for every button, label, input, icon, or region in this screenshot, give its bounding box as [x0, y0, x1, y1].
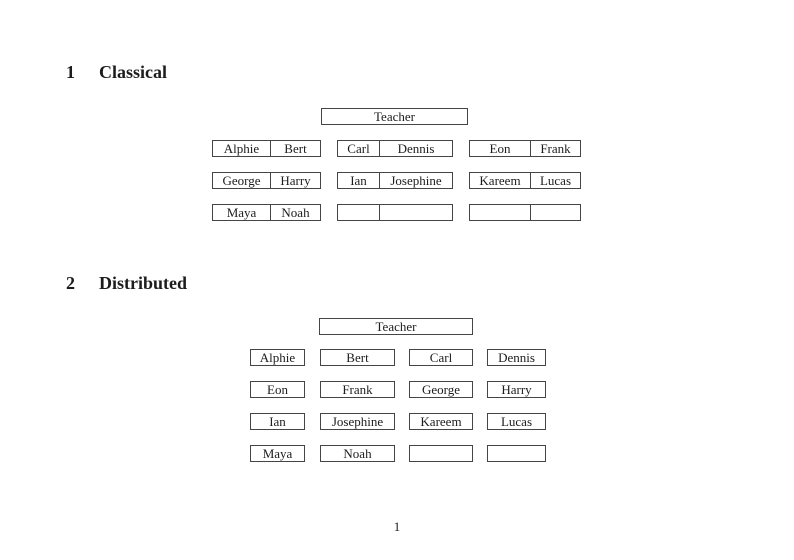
section-number: 1 — [66, 62, 75, 82]
desk: Ian Josephine — [337, 172, 453, 189]
desk-seat: Maya — [213, 205, 271, 220]
desk-seat: Alphie — [213, 141, 271, 156]
student-box: Josephine — [320, 413, 395, 430]
desk-seat-empty — [380, 205, 452, 220]
desk-seat: Frank — [540, 141, 571, 156]
desk-seat-empty — [531, 205, 580, 220]
desk-seat-empty — [338, 205, 380, 220]
desk: Maya Noah — [212, 204, 321, 221]
desk-seat: Ian — [338, 173, 380, 188]
desk: George Harry — [212, 172, 321, 189]
desk-seat: Carl — [338, 141, 380, 156]
desk-seat: Bert — [284, 141, 307, 156]
desk: Alphie Bert — [212, 140, 321, 157]
desk-empty — [469, 204, 581, 221]
section-heading-distributed: 2 Distributed — [66, 273, 188, 294]
teacher-box: Teacher — [319, 318, 473, 335]
student-box: Harry — [487, 381, 546, 398]
student-box: Maya — [250, 445, 305, 462]
student-box-empty — [487, 445, 546, 462]
desk-seat: George — [213, 173, 271, 188]
section-title: Classical — [99, 62, 168, 82]
desk: Eon Frank — [469, 140, 581, 157]
teacher-box: Teacher — [321, 108, 468, 125]
page-number: 1 — [393, 519, 401, 534]
student-box: George — [409, 381, 473, 398]
student-box: Frank — [320, 381, 395, 398]
student-box: Lucas — [487, 413, 546, 430]
desk-seat: Noah — [281, 205, 310, 220]
desk-seat: Lucas — [539, 173, 572, 188]
student-box: Dennis — [487, 349, 546, 366]
student-box: Ian — [250, 413, 305, 430]
section-heading-classical: 1 Classical — [66, 62, 168, 83]
desk-seat: Josephine — [390, 173, 442, 188]
desk-seat: Kareem — [470, 173, 531, 188]
student-box: Eon — [250, 381, 305, 398]
student-box-empty — [409, 445, 473, 462]
student-box: Noah — [320, 445, 395, 462]
desk-seat: Dennis — [397, 141, 435, 156]
section-title: Distributed — [99, 273, 188, 293]
desk-seat: Harry — [280, 173, 311, 188]
desk-empty — [337, 204, 453, 221]
section-number: 2 — [66, 273, 75, 293]
student-box: Carl — [409, 349, 473, 366]
desk-seat-empty — [470, 205, 531, 220]
student-box: Bert — [320, 349, 395, 366]
student-box: Kareem — [409, 413, 473, 430]
student-box: Alphie — [250, 349, 305, 366]
desk: Kareem Lucas — [469, 172, 581, 189]
desk: Carl Dennis — [337, 140, 453, 157]
desk-seat: Eon — [470, 141, 531, 156]
